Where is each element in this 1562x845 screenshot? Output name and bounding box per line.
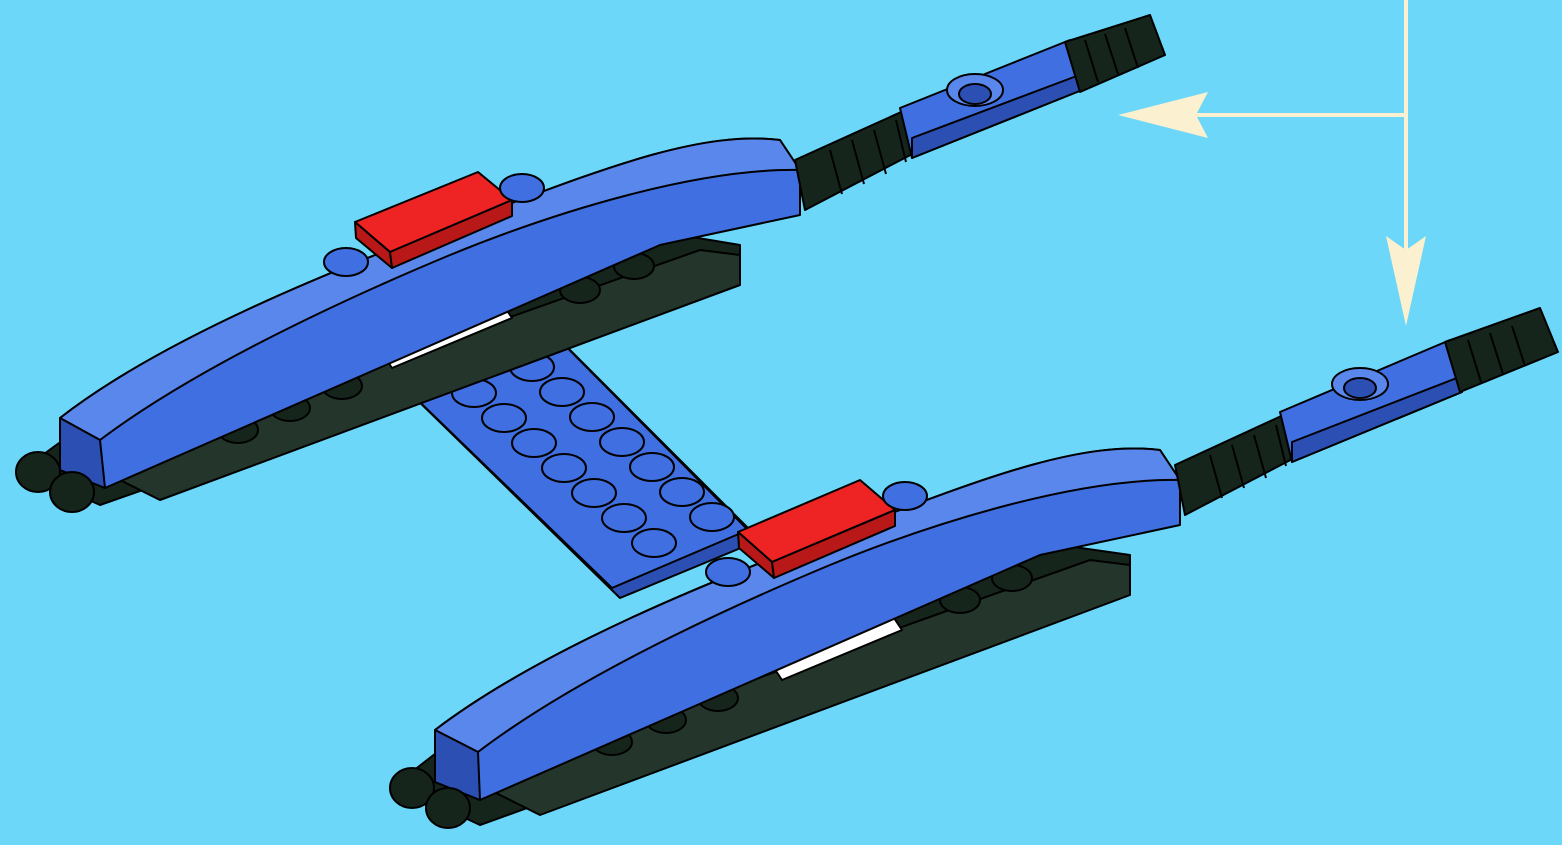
plate-stud [542,454,586,482]
plate-stud [690,503,734,531]
right-top-stud [706,558,750,586]
plate-stud [482,404,526,432]
plate-stud [570,403,614,431]
plate-stud [602,504,646,532]
plate-stud [632,529,676,557]
plate-stud [660,478,704,506]
left-top-stud [500,174,544,202]
plate-stud [600,428,644,456]
plate-stud [512,429,556,457]
plate-stud [630,453,674,481]
right-top-stud [883,482,927,510]
plate-stud [540,378,584,406]
left-top-stud [324,248,368,276]
plate-stud [572,479,616,507]
